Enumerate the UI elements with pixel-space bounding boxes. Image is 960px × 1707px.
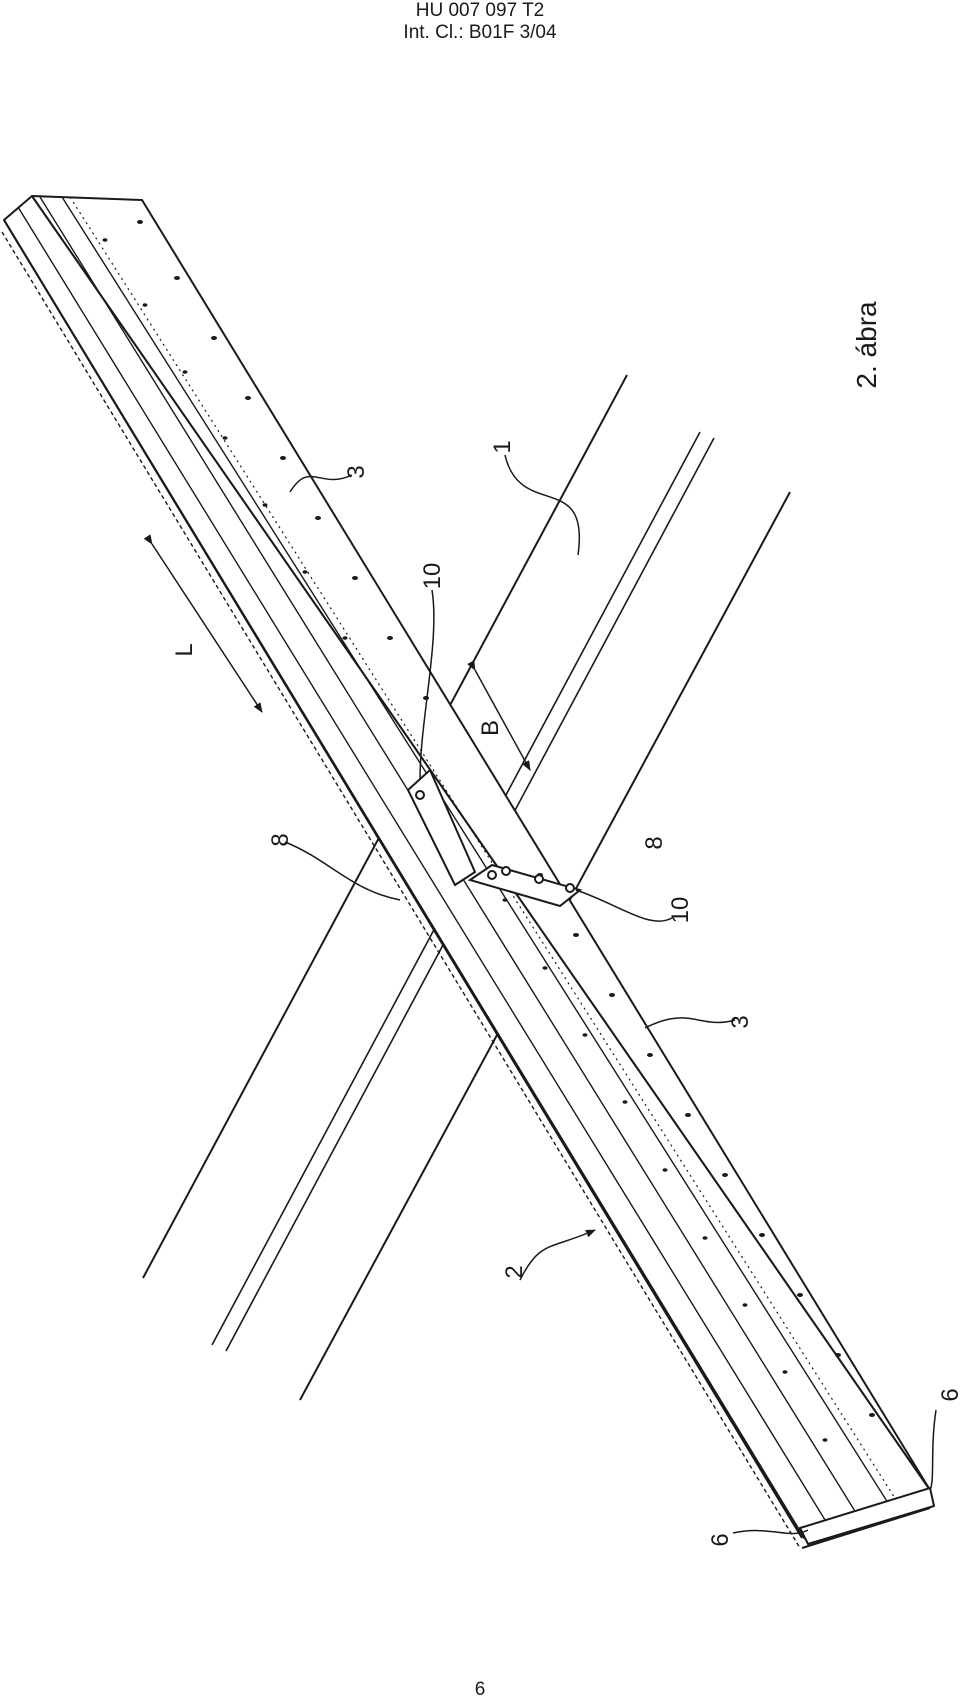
leader-10-upper [419, 589, 435, 781]
clamp-bolt [501, 866, 511, 876]
element-ridge-1 [17, 206, 831, 1529]
dim-B [467, 660, 531, 771]
element-ridge-3 [61, 196, 891, 1507]
label-6-left: 6 [707, 1533, 734, 1546]
leader-1 [504, 454, 581, 556]
element-outer-face [31, 195, 931, 1491]
page-number: 6 [474, 1679, 486, 1700]
clamp-bolt [565, 883, 575, 893]
label-3-upper: 3 [343, 465, 370, 478]
end-cap-bottom [801, 1507, 931, 1549]
clamp-plate-upper [406, 768, 477, 887]
end-cap-face [799, 1487, 935, 1545]
leader-8-left [284, 841, 401, 901]
leader-lines [143, 454, 937, 1535]
label-L: L [171, 643, 198, 656]
label-6-right: 6 [937, 1388, 960, 1401]
label-2: 2 [501, 1265, 528, 1278]
dim-L [143, 534, 263, 713]
page-header: HU 007 097 T2 Int. Cl.: B01F 3/04 [0, 0, 960, 44]
clamp-bolt [487, 870, 497, 880]
label-1: 1 [489, 440, 516, 453]
leader-3-lower [644, 1017, 736, 1029]
label-B: B [477, 720, 504, 736]
label-3-lower: 3 [727, 1015, 754, 1028]
label-8-right: 8 [641, 836, 668, 849]
leader-10-lower [575, 889, 673, 922]
leader-6-right [929, 1409, 937, 1491]
label-8-left: 8 [267, 833, 294, 846]
label-10-lower: 10 [667, 897, 694, 924]
element-left-edge [3, 219, 803, 1539]
classification: Int. Cl.: B01F 3/04 [403, 22, 557, 43]
clamp-bolt [534, 874, 544, 884]
element-serrated-edge [1, 231, 801, 1549]
figure-caption: 2. ábra [851, 301, 882, 389]
leader-3-upper [289, 474, 353, 493]
clamp [406, 768, 583, 908]
label-10-upper: 10 [419, 563, 446, 590]
reference-labels: 1 2 3 3 6 6 8 8 10 10 L B 2. ábra [171, 301, 960, 1547]
perforations [102, 220, 875, 1442]
publication-number: HU 007 097 T2 [415, 0, 545, 21]
clamp-plate-lower [467, 863, 583, 908]
leader-6-left [732, 1529, 809, 1535]
leader-2 [519, 1229, 596, 1281]
clamp-bolt [415, 790, 425, 800]
